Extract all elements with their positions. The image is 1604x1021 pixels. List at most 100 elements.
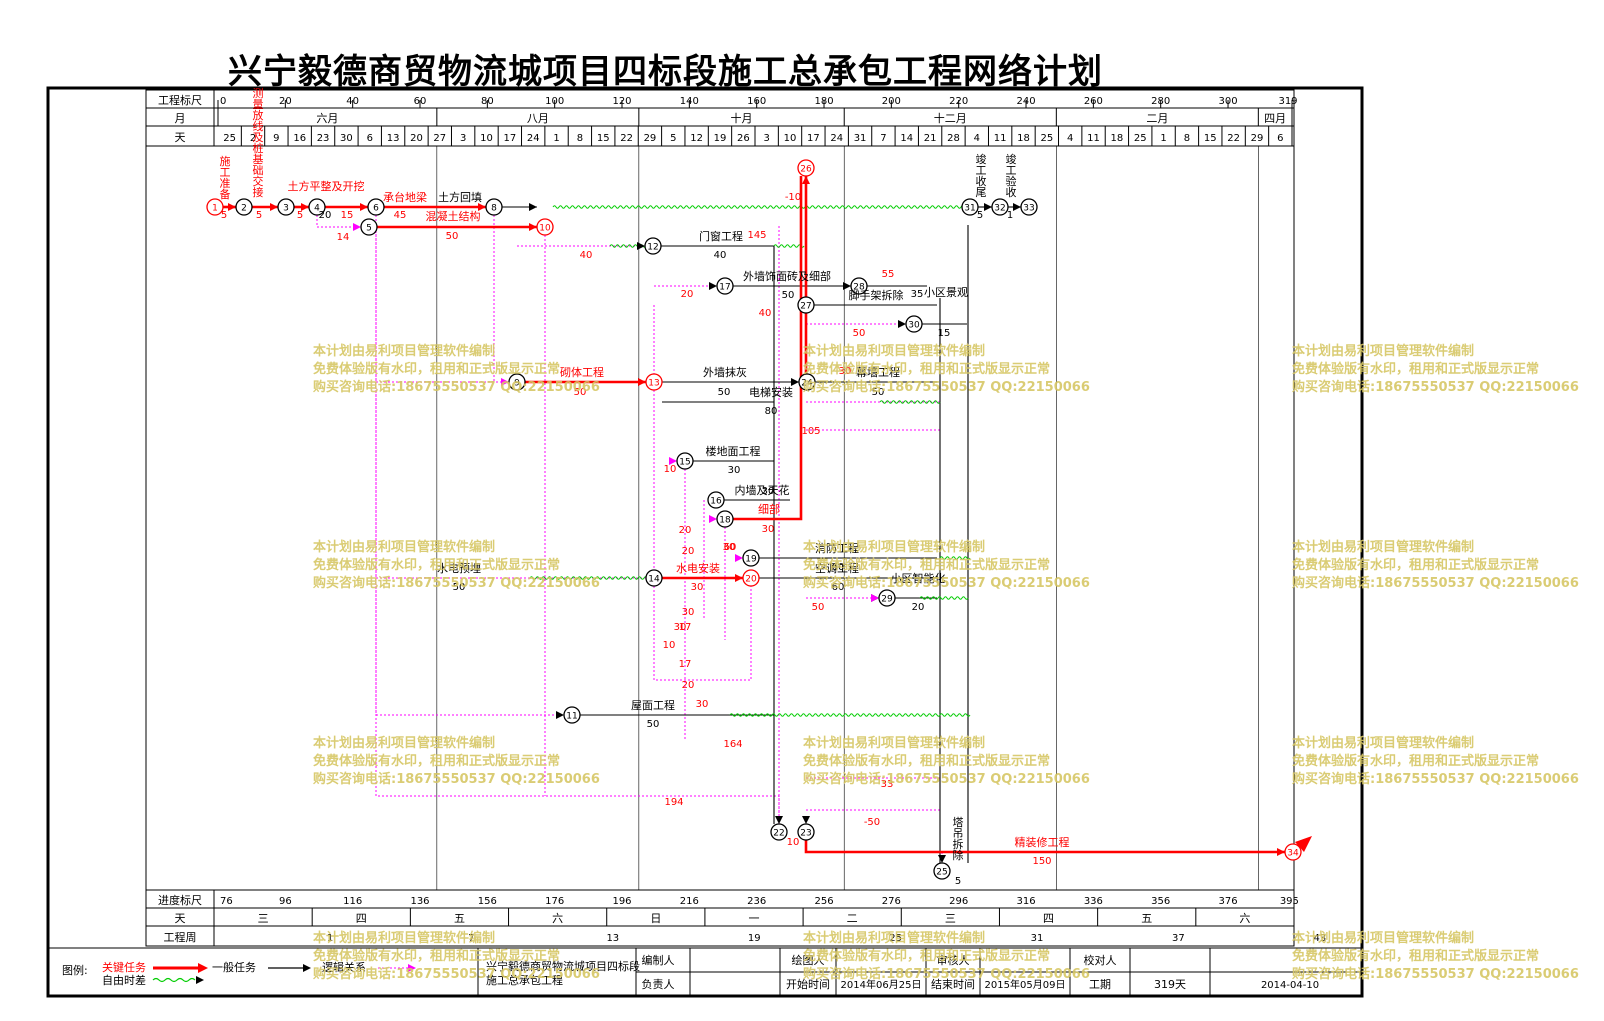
outer-frame (46, 86, 1364, 998)
task-name: 小区景观 (924, 286, 968, 299)
end-marker (1295, 836, 1312, 852)
row-label-month: 月 (175, 112, 186, 125)
node-circle (235, 198, 253, 216)
node-circle (508, 373, 526, 391)
vertical-char: 接 (253, 186, 264, 199)
node-number: 28 (853, 283, 865, 293)
legend-critical-arrow (198, 963, 208, 973)
node-circle (798, 373, 816, 391)
node-23: 23 (797, 823, 815, 841)
vertical-char: 工 (976, 164, 987, 177)
task-duration: 50 (782, 290, 795, 301)
free-float-label: 145 (747, 230, 766, 241)
free-float-label: 30 (674, 622, 687, 633)
day-label: 24 (830, 133, 843, 144)
free-float-label: 17 (679, 659, 692, 670)
vertical-char: 备 (220, 187, 231, 201)
free-float-line (529, 576, 651, 580)
critical-arrow (270, 203, 278, 211)
task-name: 脚手架拆除 (849, 288, 904, 302)
critical-arrow (478, 203, 486, 211)
normal-arrow (709, 282, 717, 290)
free-float-label: 30 (723, 542, 736, 553)
task-duration: 50 (647, 719, 660, 730)
node-15: 15 (676, 452, 694, 470)
logic-edge (375, 230, 780, 824)
node-number: 32 (994, 204, 1005, 214)
day-label: 6 (367, 133, 373, 144)
project-name-line1: 兴宁毅德商贸物流城项目四标段 (486, 959, 640, 973)
task-name: 水电预埋 (437, 562, 481, 575)
node-circle (716, 277, 734, 295)
weekday-label: 三 (945, 912, 956, 925)
node-circle (536, 218, 554, 236)
normal-arrow (898, 320, 906, 328)
node-12: 12 (644, 237, 662, 255)
day-label: 31 (854, 133, 867, 144)
weekday-label: 日 (650, 912, 661, 925)
task-duration: 1 (1007, 210, 1013, 221)
week-label: 43 (1313, 933, 1326, 944)
free-float-label: 10 (664, 464, 677, 475)
node-number: 6 (373, 204, 379, 214)
vertical-char: 吊 (953, 827, 964, 840)
node-number: 30 (908, 321, 920, 331)
week-label: 19 (748, 933, 761, 944)
day-label: 8 (577, 133, 583, 144)
task-duration: 50 (446, 231, 459, 242)
free-float-label: 30 (839, 366, 852, 377)
logic-edge (316, 215, 361, 228)
progress-tick: 276 (882, 896, 901, 907)
node-25: 25 (933, 862, 951, 880)
day-label: 18 (1111, 133, 1124, 144)
progress-tick: 196 (612, 896, 631, 907)
critical-arrow (228, 203, 236, 211)
vertical-char: 桩 (253, 141, 264, 155)
node-10: 10 (536, 218, 554, 236)
node-circle (277, 198, 295, 216)
node-circle (563, 706, 581, 724)
node-circle (367, 198, 385, 216)
task-duration: 45 (394, 210, 407, 221)
node-number: 2 (241, 204, 247, 214)
task-duration: 80 (765, 406, 778, 417)
node-17: 17 (716, 277, 734, 295)
critical-arrow (638, 378, 646, 386)
node-circle (360, 218, 378, 236)
logic-arrow (353, 223, 361, 231)
task-name: 电梯安装 (749, 385, 793, 399)
node-circle (961, 198, 979, 216)
normal-arrow (529, 203, 537, 211)
node-number: 5 (366, 224, 372, 234)
vertical-char: 线 (253, 119, 264, 133)
task-name: 细部 (758, 502, 780, 516)
vertical-char: 竣 (1006, 152, 1017, 166)
weekday-label: 六 (1239, 912, 1250, 925)
free-float-line (879, 400, 941, 404)
free-float-label: 10 (663, 640, 676, 651)
legend-label: 图例: (62, 963, 88, 977)
page-title: 兴宁毅德商贸物流城项目四标段施工总承包工程网络计划 (228, 52, 1103, 92)
day-label: 1 (1160, 133, 1166, 144)
week-label: 31 (1031, 933, 1044, 944)
scale-tick: 319 (1278, 96, 1297, 107)
task-duration: 5 (977, 210, 983, 221)
progress-tick: 76 (220, 896, 233, 907)
month-label: 二月 (1146, 112, 1168, 125)
task-name: 精装修工程 (1015, 835, 1070, 849)
month-label: 六月 (316, 112, 338, 125)
vertical-char: 尾 (976, 186, 987, 199)
row-label-scale: 工程标尺 (158, 93, 202, 107)
node-26: 26 (797, 159, 815, 177)
week-label: 37 (1172, 933, 1185, 944)
vertical-char: 除 (953, 848, 964, 862)
free-float-line (729, 713, 971, 717)
node-3: 3 (277, 198, 295, 216)
node-number: 31 (964, 204, 975, 214)
logic-arrow (669, 457, 677, 465)
progress-tick: 376 (1218, 896, 1237, 907)
logic-edge (653, 586, 752, 681)
critical-arrow (360, 203, 368, 211)
